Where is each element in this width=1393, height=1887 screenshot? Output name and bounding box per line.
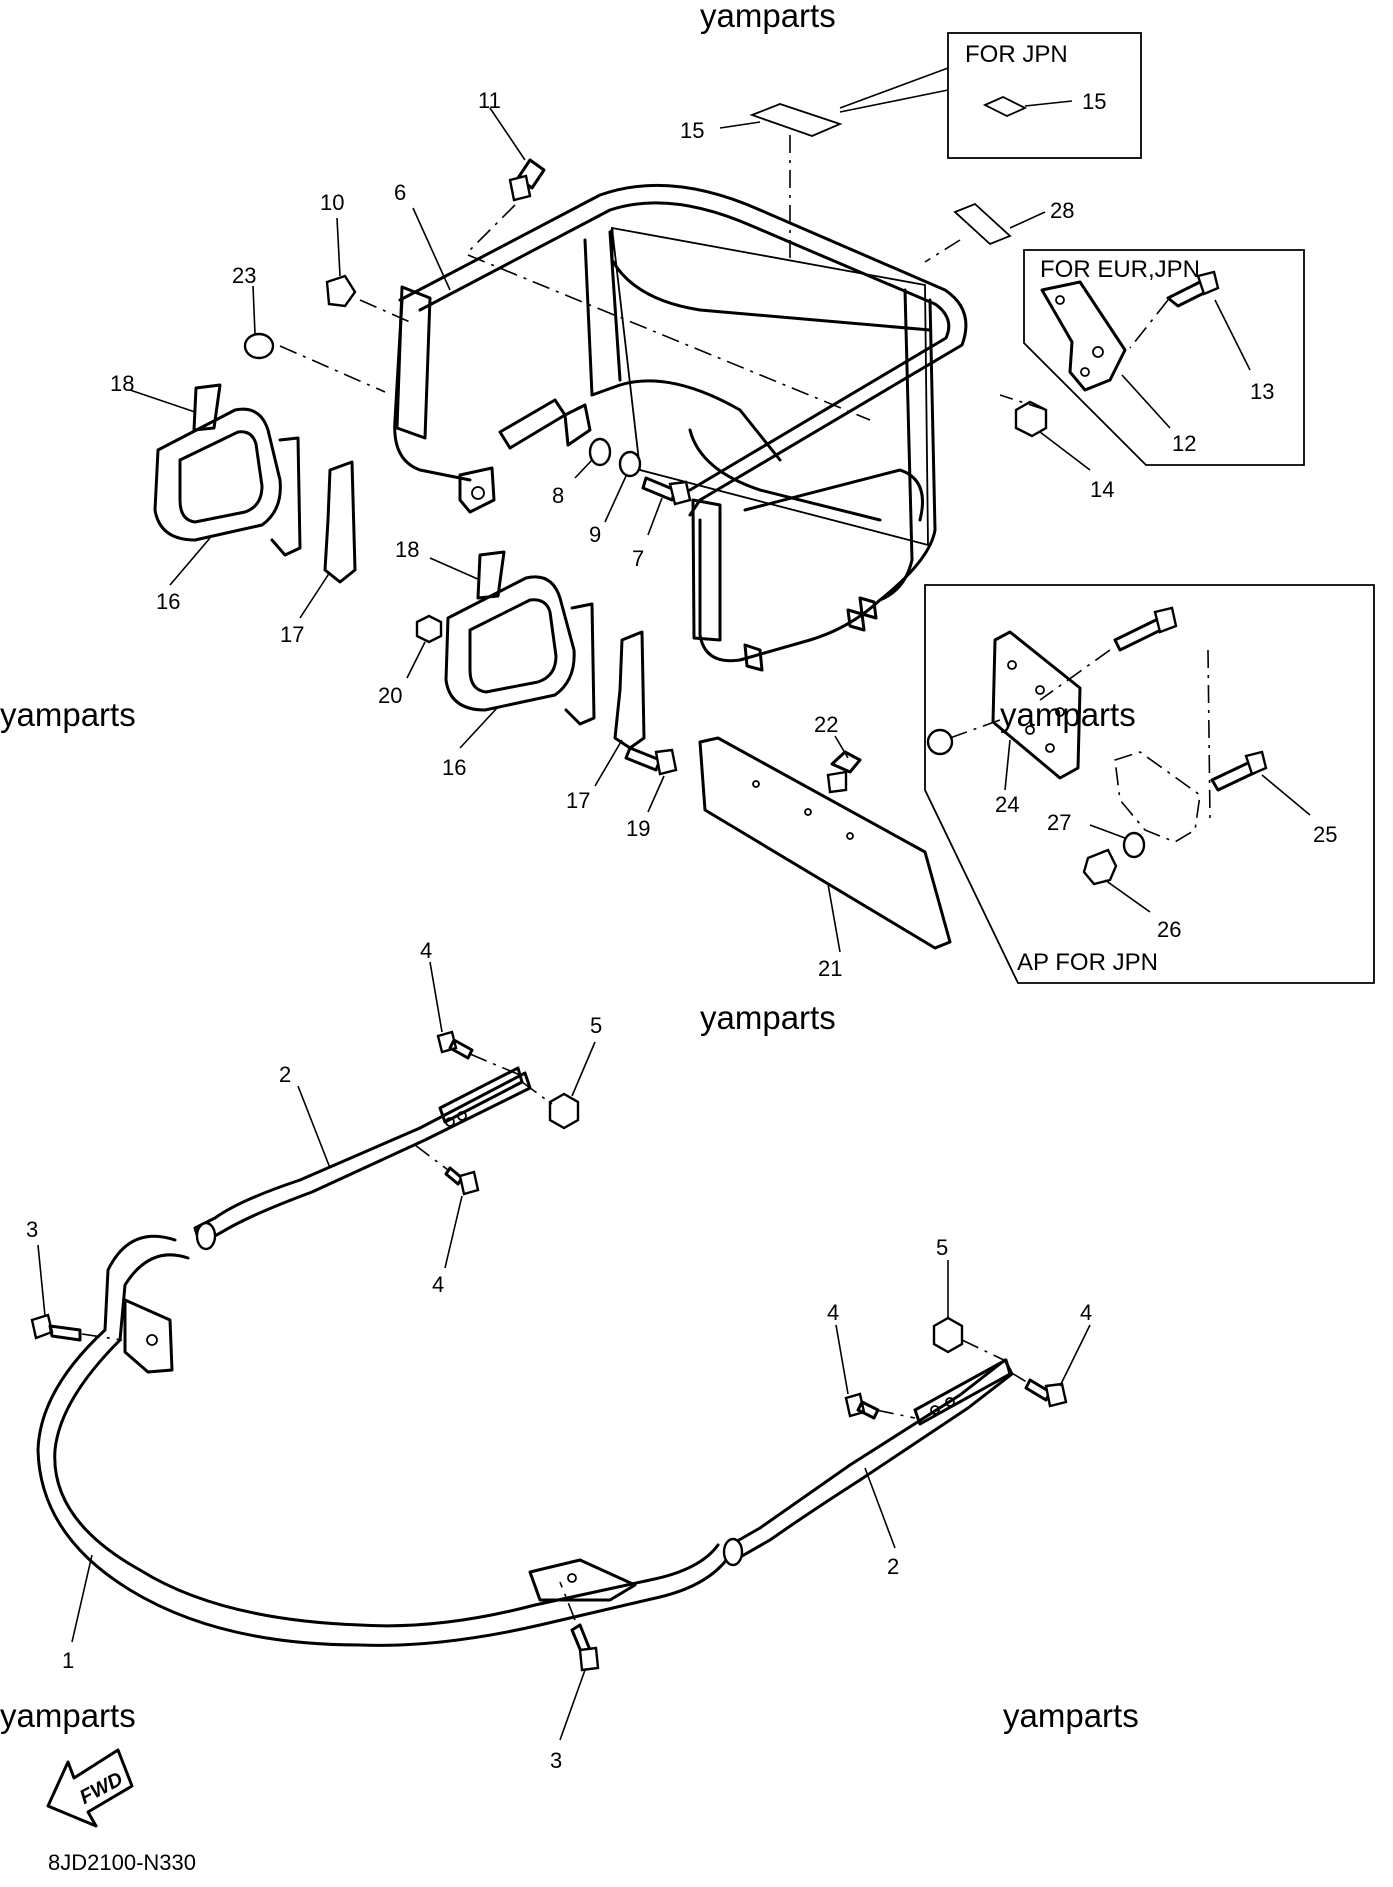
nut-20: 20 — [378, 614, 443, 708]
callout-21: 21 — [818, 956, 842, 981]
bar-1: 1 — [36, 1234, 732, 1673]
callout-17-left: 17 — [280, 622, 304, 647]
callout-5-top: 5 — [590, 1013, 602, 1038]
bar-2-left: 2 — [193, 1062, 532, 1251]
ap-for-jpn-box: AP FOR JPN 24 25 27 26 — [924, 584, 1375, 984]
grommet-23: 23 — [232, 263, 386, 393]
callout-27: 27 — [1047, 810, 1071, 835]
leader-6: 6 — [394, 180, 451, 291]
watermark: yamparts — [1003, 1697, 1139, 1734]
callout-3-center: 3 — [550, 1748, 562, 1773]
bar-2-right: 2 — [722, 1358, 1014, 1579]
callout-26: 26 — [1157, 917, 1181, 942]
for-jpn-box: FOR JPN 15 — [839, 32, 1142, 159]
callout-24: 24 — [995, 792, 1019, 817]
nut-8: 8 — [552, 437, 612, 508]
callout-28: 28 — [1050, 198, 1074, 223]
callout-1: 1 — [62, 1648, 74, 1673]
callout-22: 22 — [814, 712, 838, 737]
callout-2-left: 2 — [279, 1062, 291, 1087]
label-15: 15 — [680, 103, 843, 265]
callout-7: 7 — [632, 546, 644, 571]
bolt-4-d: 4 — [1009, 1300, 1092, 1408]
for-eur-jpn-title: FOR EUR,JPN — [1040, 256, 1200, 283]
callout-12: 12 — [1172, 431, 1196, 456]
callout-23: 23 — [232, 263, 256, 288]
callout-6: 6 — [394, 180, 406, 205]
callout-4-b: 4 — [432, 1272, 444, 1297]
for-eur-jpn-box: FOR EUR,JPN 13 12 — [1023, 249, 1305, 466]
callout-16-center: 16 — [442, 755, 466, 780]
callout-9: 9 — [589, 522, 601, 547]
fwd-arrow-icon: FWD — [46, 1748, 134, 1828]
bolt-19: 19 — [624, 746, 678, 841]
callout-4-a: 4 — [420, 938, 432, 963]
callout-10: 10 — [320, 190, 344, 215]
ap-for-jpn-title: AP FOR JPN — [1017, 949, 1158, 976]
diagram-code: 8JD2100-N330 — [48, 1850, 196, 1875]
bolt-3-left: 3 — [26, 1217, 123, 1342]
watermark: yamparts — [700, 0, 836, 34]
callout-17-center: 17 — [566, 788, 590, 813]
callout-18-left: 18 — [110, 371, 134, 396]
callout-13: 13 — [1250, 379, 1274, 404]
watermark: yamparts — [0, 696, 136, 733]
callout-8: 8 — [552, 483, 564, 508]
plate-21: 21 — [698, 736, 952, 981]
bolt-4-b: 4 — [414, 1144, 480, 1297]
bolt-11: 11 — [467, 88, 546, 253]
callout-4-c: 4 — [827, 1300, 839, 1325]
callout-14: 14 — [1090, 477, 1114, 502]
for-jpn-title: FOR JPN — [965, 41, 1068, 68]
callout-16-left: 16 — [156, 589, 180, 614]
callout-2-right: 2 — [887, 1554, 899, 1579]
watermark: yamparts — [1000, 696, 1136, 733]
washer-9: 9 — [589, 450, 642, 547]
watermark: yamparts — [700, 999, 836, 1036]
callout-15: 15 — [680, 118, 704, 143]
callout-15-jpn: 15 — [1082, 89, 1106, 114]
grommet-10: 10 — [320, 190, 411, 323]
callout-4-d: 4 — [1080, 1300, 1092, 1325]
label-28: 28 — [924, 198, 1074, 263]
lamp-guard-left: 18 16 17 — [110, 371, 357, 647]
nut-5-right: 5 — [932, 1235, 1009, 1363]
callout-11: 11 — [478, 88, 501, 113]
callout-18-center: 18 — [395, 537, 419, 562]
bolt-4-a: 4 — [420, 938, 521, 1076]
lamp-guard-center: 18 16 17 — [395, 537, 646, 813]
callout-20: 20 — [378, 683, 402, 708]
nut-14: 14 — [999, 394, 1114, 502]
callout-3-left: 3 — [26, 1217, 38, 1242]
carrier-frame — [393, 183, 968, 672]
bolt-7: 7 — [632, 476, 692, 571]
bolt-4-c: 4 — [827, 1300, 916, 1420]
callout-5-right: 5 — [936, 1235, 948, 1260]
bolt-3-center: 3 — [550, 1581, 600, 1773]
nut-5-top: 5 — [521, 1013, 602, 1130]
callout-25: 25 — [1313, 822, 1337, 847]
fastener-22: 22 — [814, 712, 862, 794]
watermark: yamparts — [0, 1697, 136, 1734]
callout-19: 19 — [626, 816, 650, 841]
